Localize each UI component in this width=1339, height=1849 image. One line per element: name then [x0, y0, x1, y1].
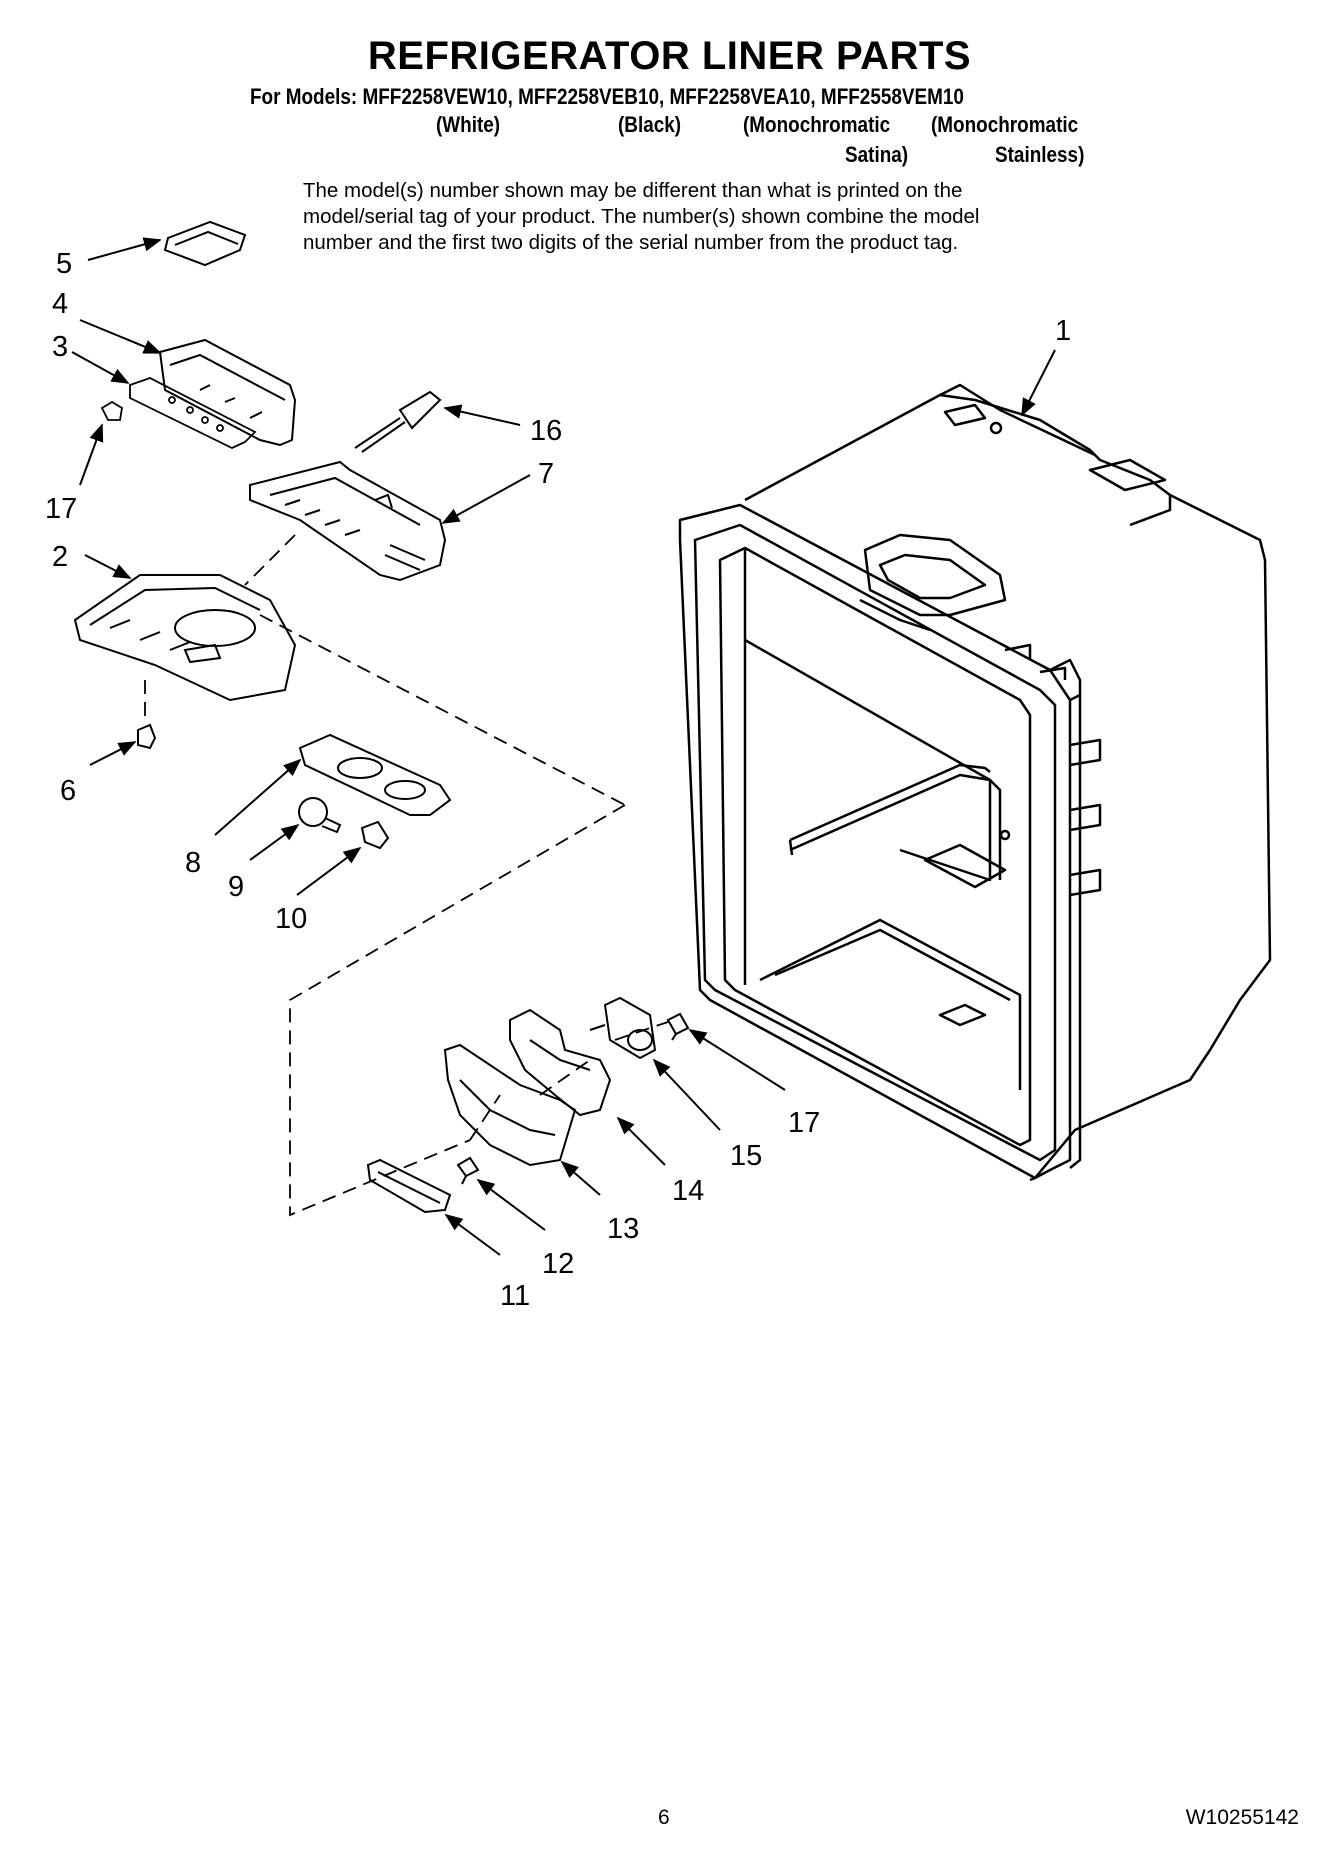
callout-leaders: [71, 237, 1056, 1256]
callout-17-upper: 17: [45, 493, 77, 525]
part-17-clip-upper: [100, 400, 123, 421]
part-7-diffuser: [249, 460, 447, 582]
variant-stainless-line1: (Monochromatic: [931, 112, 1079, 137]
part-15-thermostat: [589, 996, 657, 1060]
part-10-socket: [360, 820, 390, 850]
models-line: For Models: MFF2258VEW10, MFF2258VEB10, …: [250, 84, 964, 109]
variant-satina-line2: Satina): [845, 142, 909, 167]
callout-8: 8: [185, 847, 201, 879]
callout-6: 6: [60, 775, 76, 807]
callout-11: 11: [500, 1280, 530, 1312]
part-8-lens: [298, 733, 452, 816]
part-12-screw: [456, 1156, 480, 1185]
assembly-dashed-lines: [144, 534, 669, 1217]
part-5-bracket: [163, 220, 247, 267]
part-17-screw-lower: [666, 1012, 690, 1041]
callout-15: 15: [730, 1140, 762, 1172]
note-line: number and the first two digits of the s…: [303, 231, 959, 254]
part-4-control-housing: [158, 338, 297, 447]
refrigerator-liner: [678, 383, 1272, 1182]
callout-2: 2: [52, 541, 68, 573]
page-title: REFRIGERATOR LINER PARTS: [367, 34, 972, 78]
part-14-control-assembly: [509, 1008, 612, 1117]
callout-1: 1: [1055, 315, 1071, 347]
callout-17-lower: 17: [788, 1107, 820, 1139]
callout-13: 13: [607, 1213, 639, 1245]
callout-14: 14: [672, 1175, 704, 1207]
part-2-light-housing: [73, 574, 297, 702]
variant-white: (White): [436, 112, 501, 137]
note-line: The model(s) number shown may be differe…: [303, 179, 963, 202]
callout-16: 16: [530, 415, 562, 447]
callout-3: 3: [52, 331, 68, 363]
page-number: 6: [658, 1806, 670, 1829]
part-9-bulb: [298, 797, 342, 834]
part-13-crisper-cover: [443, 1043, 577, 1167]
callout-12: 12: [542, 1248, 574, 1280]
part-16-sensor: [354, 390, 442, 453]
callout-9: 9: [228, 871, 244, 903]
note-line: model/serial tag of your product. The nu…: [303, 205, 980, 228]
document-number: W10255142: [1185, 1806, 1299, 1829]
part-3-strip: [129, 377, 257, 449]
callout-4: 4: [52, 288, 68, 320]
variant-black: (Black): [618, 112, 682, 137]
model-number-note: The model(s) number shown may be differe…: [303, 178, 1083, 256]
callout-7: 7: [538, 458, 554, 490]
variant-stainless-line2: Stainless): [995, 142, 1085, 167]
callout-5: 5: [56, 248, 72, 280]
variant-satina-line1: (Monochromatic: [743, 112, 891, 137]
part-11-cover: [366, 1158, 452, 1214]
callout-10: 10: [275, 903, 307, 935]
part-6-switch: [137, 723, 157, 750]
